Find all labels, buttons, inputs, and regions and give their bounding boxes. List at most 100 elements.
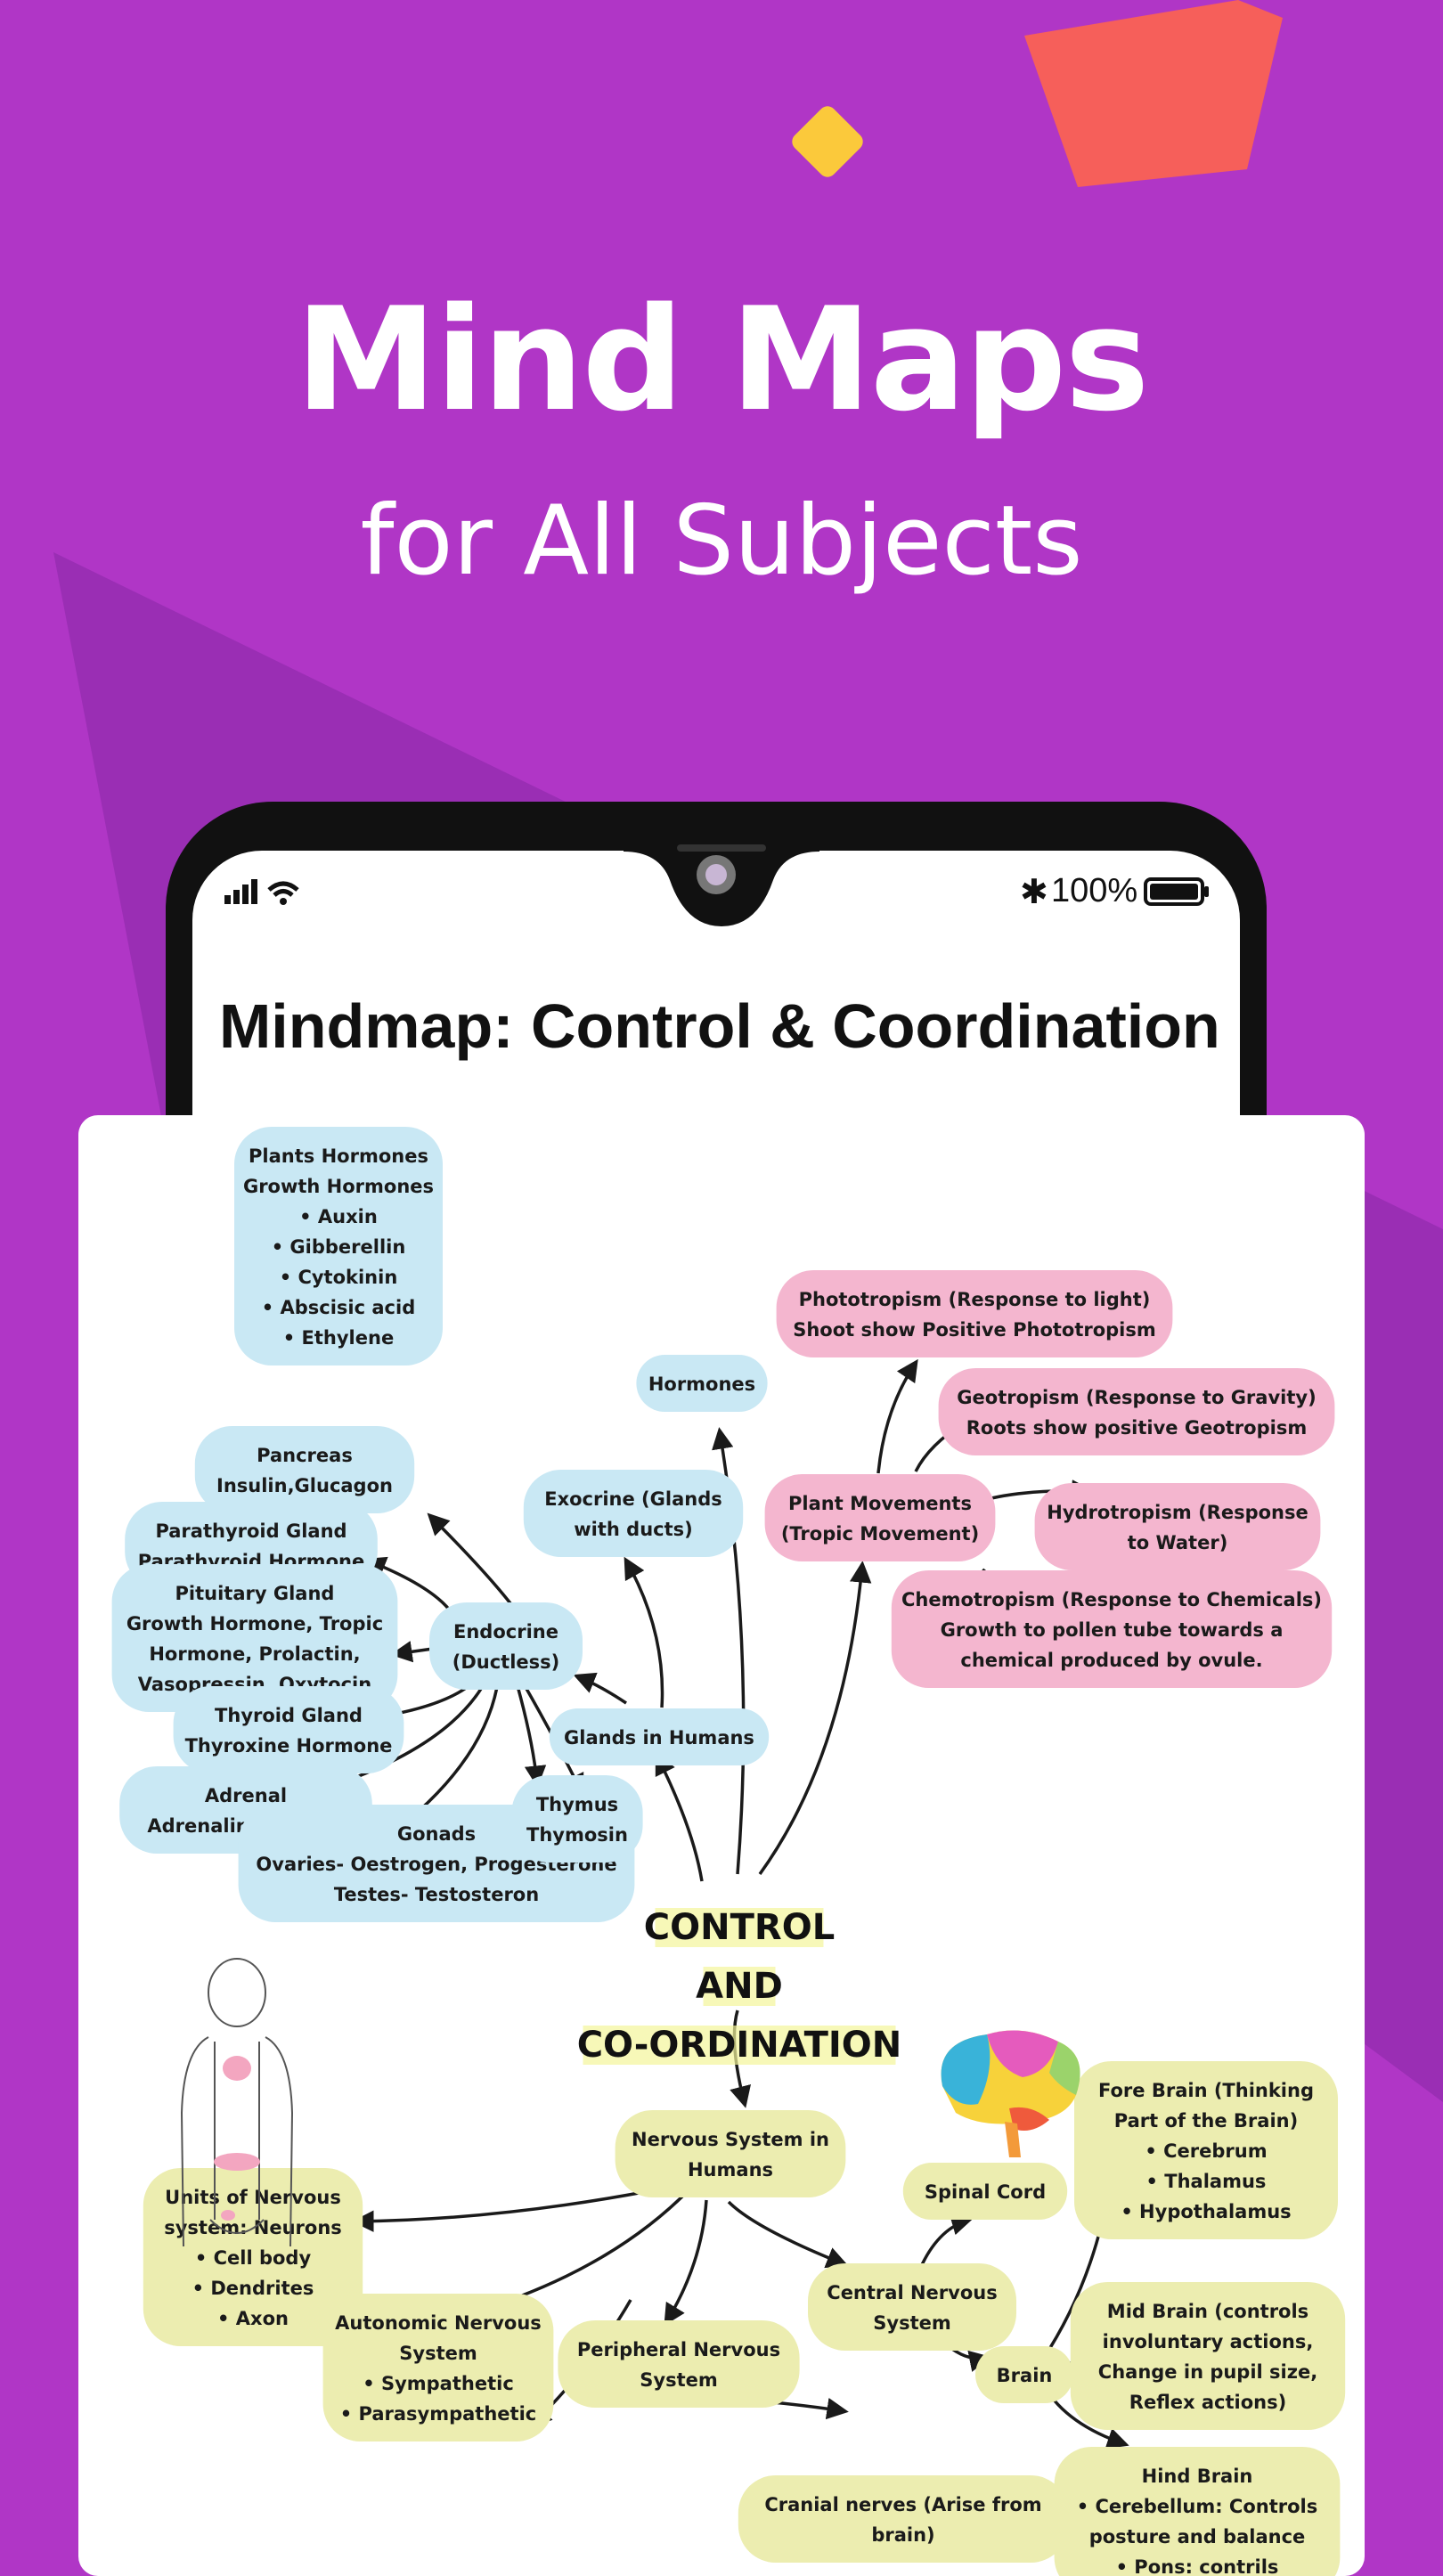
mindmap-node-text: • Cerebellum: Controls xyxy=(1077,2496,1318,2517)
mindmap-arrow xyxy=(573,1672,627,1705)
mindmap-node-text: Insulin,Glucagon xyxy=(216,1475,393,1496)
mindmap-node-phototropism: Phototropism (Response to light) Shoot sh… xyxy=(776,1270,1173,1357)
mindmap-center-text: CO-ORDINATION xyxy=(577,2025,902,2066)
mindmap-arrow xyxy=(918,2213,974,2270)
diamond-decoration xyxy=(792,106,863,177)
mindmap-node-text: System xyxy=(640,2369,717,2391)
mindmap-node-text: Chemotropism (Response to Chemicals) xyxy=(901,1589,1322,1610)
brain-diagram xyxy=(941,2030,1080,2157)
mindmap-node-text: • Hypothalamus xyxy=(1121,2201,1291,2222)
mindmap-node-text: • Cytokinin xyxy=(280,1267,398,1288)
mindmap-node-text: Peripheral Nervous xyxy=(577,2339,780,2360)
mindmap-node-text: Units of Nervous xyxy=(165,2187,341,2208)
mindmap-node-text: Shoot show Positive Phototropism xyxy=(793,1319,1156,1341)
mindmap-center-text: CONTROL xyxy=(644,1907,835,1948)
mindmap-node-text: Endocrine xyxy=(453,1621,558,1643)
mindmap-node-text: brain) xyxy=(871,2524,934,2546)
mindmap-node-text: Growth Hormone, Tropic xyxy=(126,1613,383,1634)
mindmap-node-text: Plants Hormones xyxy=(249,1145,428,1167)
mindmap-arrow xyxy=(624,1556,664,1708)
mindmap-node-text: Humans xyxy=(688,2159,773,2181)
mindmap-node-text: • Pons: contrils xyxy=(1116,2556,1279,2576)
mindmap-node-text: Plant Movements xyxy=(788,1493,972,1514)
mindmap-node-text: chemical produced by ovule. xyxy=(960,1650,1262,1671)
mindmap-node-text: • Sympathetic xyxy=(363,2373,514,2394)
mindmap-node-text: Fore Brain (Thinking xyxy=(1098,2080,1314,2101)
mindmap-node-text: (Tropic Movement) xyxy=(781,1523,979,1545)
mindmap-node-text: Part of the Brain) xyxy=(1114,2110,1298,2132)
mindmap-arrow xyxy=(876,1358,918,1474)
mindmap-node-brain: Brain xyxy=(975,2346,1073,2403)
pentagon-decoration xyxy=(1024,0,1283,187)
mindmap-node-cranial: Cranial nerves (Arise from brain) xyxy=(738,2475,1069,2563)
mindmap-node-text: • Parasympathetic xyxy=(340,2403,536,2425)
mindmap-node-text: posture and balance xyxy=(1089,2526,1306,2547)
mindmap-node-text: Phototropism (Response to light) xyxy=(799,1289,1151,1310)
mindmap-node-text: Hormones xyxy=(648,1374,755,1395)
mindmap-node-text: Adrenal xyxy=(205,1785,287,1806)
mindmap-arrow xyxy=(727,2200,849,2269)
mindmap-node-text: Growth Hormones xyxy=(243,1176,434,1197)
mindmap-node-hind-brain: Hind Brain • Cerebellum: Controls posture … xyxy=(1054,2447,1341,2576)
mindmap-node-text: System xyxy=(399,2343,477,2364)
mindmap-center: CONTROL AND CO-ORDINATION xyxy=(577,1907,902,2066)
mindmap-node-text: (Ductless) xyxy=(452,1651,560,1673)
mindmap-node-text: Change in pupil size, xyxy=(1098,2361,1317,2383)
mindmap-node-hydrotropism: Hydrotropism (Response to Water) xyxy=(1034,1483,1321,1570)
mindmap-node-text: Pituitary Gland xyxy=(175,1583,335,1604)
mindmap-arrow xyxy=(513,1675,547,1788)
mindmap-node-text: Parathyroid Gland xyxy=(155,1520,346,1542)
mindmap-node-text: Central Nervous xyxy=(827,2282,997,2303)
mindmap-arrow xyxy=(655,1752,704,1882)
battery-icon xyxy=(1144,877,1209,906)
phone-notch xyxy=(624,844,819,926)
battery-percent: 100% xyxy=(1051,872,1138,909)
mindmap-node-text: Mid Brain (controls xyxy=(1107,2301,1308,2322)
human-body-diagram xyxy=(180,1958,294,2247)
mindmap-node-hormones: Hormones xyxy=(636,1355,768,1412)
mindmap-node-text: • Abscisic acid xyxy=(262,1297,415,1318)
bluetooth-icon: ✱ xyxy=(1020,872,1048,911)
hero-title: Mind Maps xyxy=(295,276,1149,443)
mindmap-node-text: • Gibberellin xyxy=(272,1236,406,1258)
mindmap-node-glands-humans: Glands in Humans xyxy=(549,1708,770,1765)
mindmap-arrow xyxy=(664,2199,708,2327)
mindmap-node-text: Thymus xyxy=(536,1794,618,1815)
mindmap-node-text: Reflex actions) xyxy=(1129,2392,1286,2413)
mindmap-node-text: Thymosin xyxy=(526,1824,628,1846)
mindmap-node-text: Cranial nerves (Arise from xyxy=(764,2494,1041,2515)
mindmap-node-text: • Ethylene xyxy=(283,1327,394,1349)
mindmap-node-text: Roots show positive Geotropism xyxy=(966,1417,1307,1439)
mindmap-node-text: • Cerebrum xyxy=(1145,2140,1267,2162)
mindmap-node-text: involuntary actions, xyxy=(1103,2331,1314,2352)
mindmap-node-text: Gonads xyxy=(397,1823,476,1845)
mindmap-node-text: Glands in Humans xyxy=(564,1727,754,1749)
mindmap-node-text: Growth to pollen tube towards a xyxy=(941,1619,1284,1641)
mindmap-node-chemotropism: Chemotropism (Response to Chemicals) Grow… xyxy=(891,1570,1333,1688)
page-title: Mindmap: Control & Coordination xyxy=(219,991,1220,1061)
mindmap-arrow xyxy=(352,2189,649,2232)
mindmap-node-text: Testes- Testosteron xyxy=(334,1884,539,1905)
mindmap-node-text: with ducts) xyxy=(574,1519,692,1540)
mindmap-node-text: • Auxin xyxy=(299,1206,378,1227)
mindmap-node-text: to Water) xyxy=(1128,1532,1228,1553)
hero-subtitle: for All Subjects xyxy=(360,485,1083,597)
mindmap-node-text: Nervous System in xyxy=(632,2129,829,2150)
mindmap-node-endocrine: Endocrine (Ductless) xyxy=(429,1602,583,1690)
mindmap-node-text: Hind Brain xyxy=(1142,2466,1253,2487)
mindmap-node-text: Hydrotropism (Response xyxy=(1047,1502,1308,1523)
signal-icon xyxy=(224,879,299,905)
mindmap-node-nervous-system: Nervous System in Humans xyxy=(615,2110,846,2197)
mindmap-center-text: AND xyxy=(696,1966,783,2007)
